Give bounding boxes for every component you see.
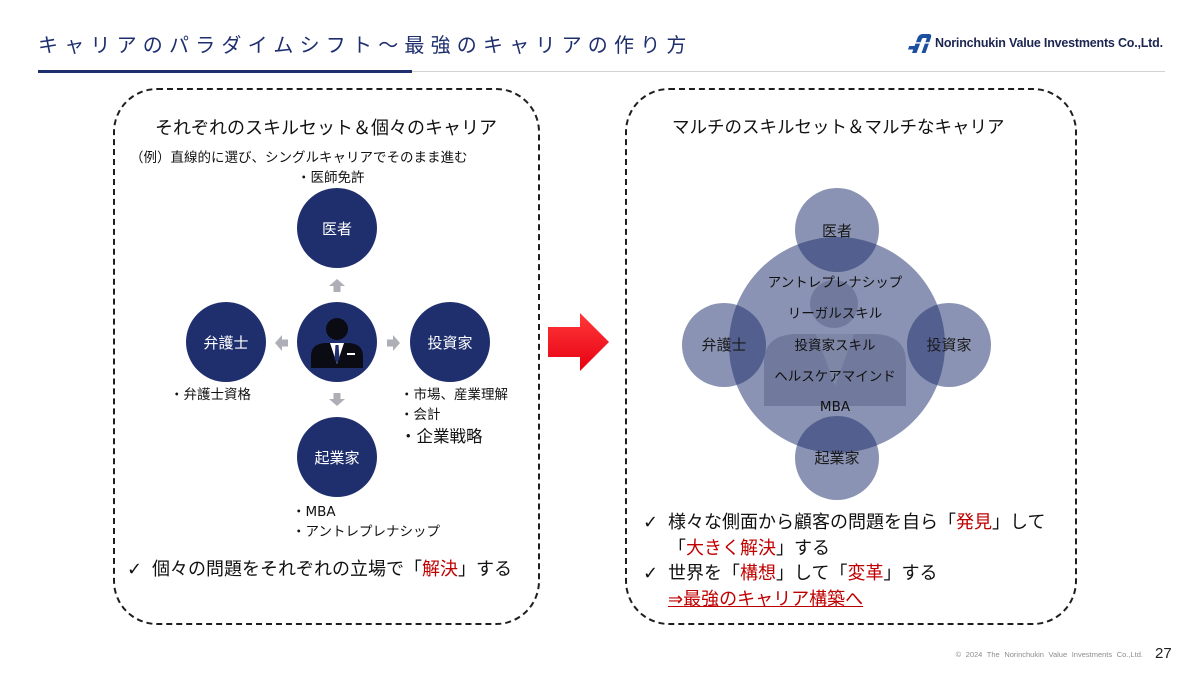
check-icon: ✓ [643,512,659,533]
conclusion-text: 世界を「 [668,563,740,584]
node-doctor: 医者 [297,188,377,268]
node-doctor-label: 医者 [822,222,852,240]
single-career-heading: それぞれのスキルセット＆個々のキャリア [155,118,497,139]
node-doctor-label: 医者 [321,219,352,238]
node-doctor [795,188,879,272]
page-title: キャリアのパラダイムシフト～最強のキャリアの作り方 [38,33,693,57]
node-entrepreneur-label: 起業家 [814,449,859,467]
conclusion-highlight: 発見 [956,512,992,533]
header-divider [412,71,1165,72]
node-lawyer-label: 弁護士 [203,333,249,352]
example-caption: （例）直線的に選び、シングルキャリアでそのまま進む [130,150,468,166]
conclusion-highlight: 大きく解決 [686,538,776,559]
person-icon [297,302,377,382]
conclusion-highlight: 構想 [740,563,776,584]
skill-item: MBA [820,399,851,415]
check-icon: ✓ [127,559,143,580]
multi-career-conclusion-line1: 様々な側面から顧客の問題を自ら「発見」して [668,511,1045,535]
multi-career-diagram: 医者 弁護士 投資家 起業家 アントレプレナシップ リーガルスキル 投資家スキル… [682,188,991,500]
single-career-conclusion: 個々の問題をそれぞれの立場で「解決」する [152,558,512,582]
logo-text: Norinchukin Value Investments Co.,Ltd. [935,36,1163,50]
conclusion-text: 「 [668,538,686,559]
multi-career-conclusion-line3: 世界を「構想」して「変革」する [668,562,937,586]
node-investor [907,303,991,387]
entrepreneur-skill-note: ・アントレプレナシップ [292,524,440,540]
node-entrepreneur: 起業家 [297,417,377,497]
conclusion-highlight: 解決 [422,559,458,580]
node-investor-label: 投資家 [926,336,971,354]
conclusion-text: 様々な側面から顧客の問題を自ら「 [668,512,956,533]
down-arrow-icon [329,393,345,406]
skill-item: 投資家スキル [795,337,876,354]
conclusion-text-end: 」する [776,538,830,559]
multi-career-heading: マルチのスキルセット＆マルチなキャリア [672,118,1005,138]
strongest-career-callout: ⇒最強のキャリア構築へ [668,589,864,610]
investor-skill-note: ・市場、産業理解 [400,387,508,403]
multi-career-conclusion-line2: 「大きく解決」する [668,537,830,561]
person-silhouette-icon [764,280,906,406]
doctor-skill-note: ・医師免許 [297,170,365,186]
skill-item: リーガルスキル [788,306,883,322]
silhouette-shirt [816,334,854,386]
up-arrow-icon [329,279,345,292]
single-career-panel [113,88,540,625]
lawyer-skill-note: ・弁護士資格 [170,387,251,403]
right-small-arrow-icon [387,335,400,351]
conclusion-highlight: 変革 [847,563,884,584]
node-investor: 投資家 [410,302,490,382]
company-logo: Norinchukin Value Investments Co.,Ltd. [908,32,1163,54]
investor-skill-note: ・会計 [400,407,441,423]
title-underline [38,70,412,73]
investor-skill-note: ・企業戦略 [400,427,483,446]
copyright-notice: © 2024 The Norinchukin Value Investments… [955,650,1143,659]
right-arrow-icon [548,313,609,371]
left-arrow-icon [275,335,288,351]
node-lawyer: 弁護士 [186,302,266,382]
conclusion-text-end: 」する [883,563,938,584]
node-lawyer-label: 弁護士 [701,336,746,354]
conclusion-text-middle: 」して「 [776,563,848,584]
entrepreneur-skill-note: ・MBA [292,504,336,520]
node-entrepreneur [795,416,879,500]
conclusion-text-end: 」して [992,512,1046,533]
node-investor-label: 投資家 [427,333,473,352]
skill-item: ヘルスケアマインド [774,369,896,385]
logo-mark-icon [908,34,932,53]
check-icon: ✓ [643,563,659,584]
conclusion-text: 個々の問題をそれぞれの立場で「 [152,559,422,580]
node-entrepreneur-label: 起業家 [314,448,360,467]
page-number: 27 [1155,645,1172,662]
conclusion-text-end: 」する [458,559,512,580]
skill-item: アントレプレナシップ [768,275,903,291]
node-lawyer [682,303,766,387]
multi-career-panel [625,88,1077,625]
integrated-career-circle [729,237,945,453]
